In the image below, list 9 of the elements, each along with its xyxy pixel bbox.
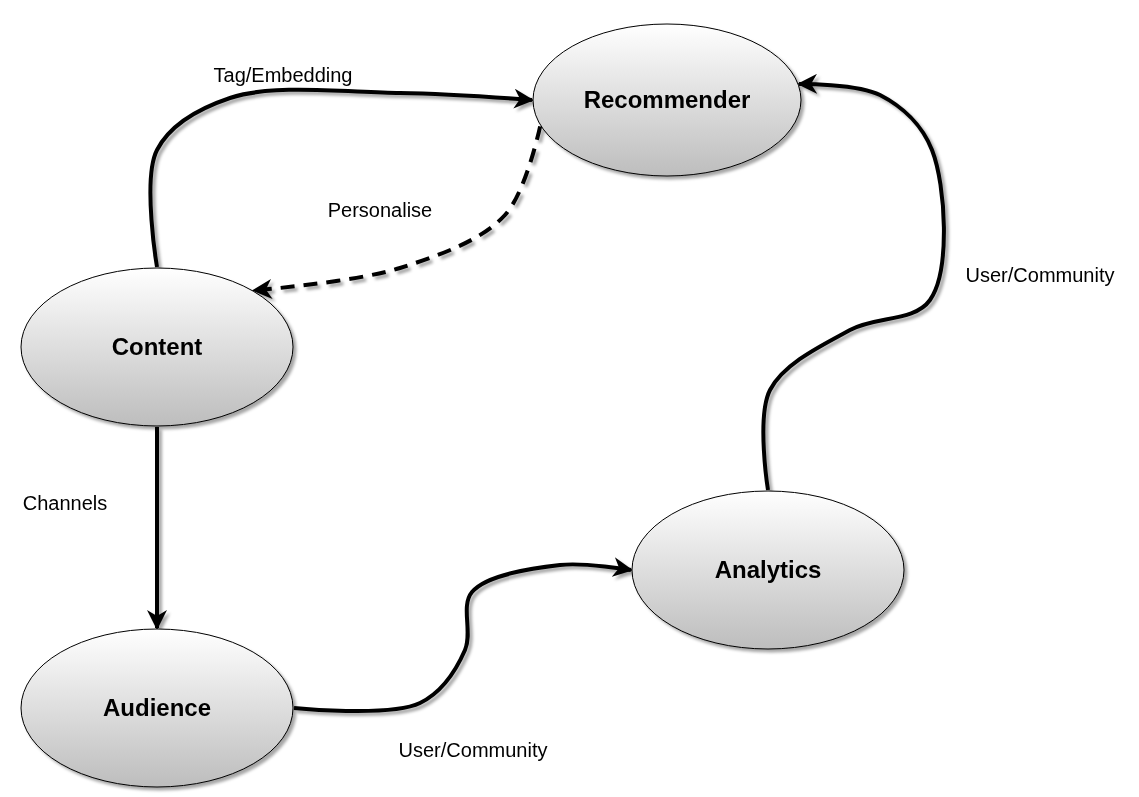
arrow (147, 427, 167, 630)
node-label: Recommender (582, 86, 752, 114)
node-label: Content (110, 333, 204, 361)
arrow (148, 87, 534, 268)
arrow (293, 557, 633, 713)
arrow (761, 73, 946, 491)
node-label: Audience (102, 694, 212, 722)
node-label: Analytics (713, 556, 823, 584)
arrow (251, 125, 543, 299)
